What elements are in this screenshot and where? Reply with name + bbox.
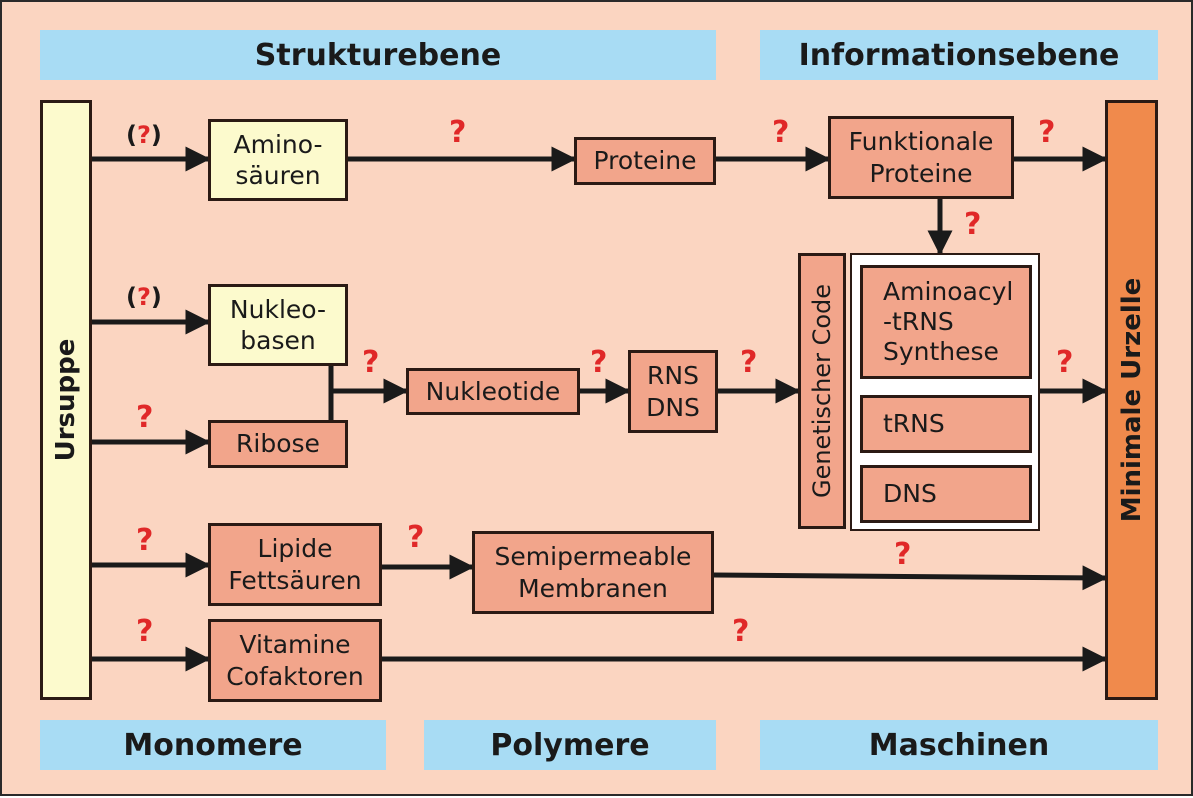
question-mark-nukleotide: ?: [362, 345, 380, 380]
question-mark-funktionale: ?: [772, 115, 790, 150]
box-genetischer-code: Genetischer Code: [798, 253, 846, 529]
genetischer-code-label: Genetischer Code: [808, 283, 836, 499]
box-nukleobasen: Nukleo- basen: [208, 284, 348, 366]
box-aminosaeuren: Amino- säuren: [208, 119, 348, 201]
question-mark-proteine: ?: [449, 115, 467, 150]
question-mark-lipide: ?: [136, 523, 154, 558]
box-ribose: Ribose: [208, 420, 348, 468]
band-maschinen: Maschinen: [760, 720, 1158, 770]
box-dns: DNS: [860, 465, 1032, 523]
box-proteine: Proteine: [574, 137, 716, 185]
band-monomere: Monomere: [40, 720, 386, 770]
question-mark-vitamine: ?: [136, 614, 154, 649]
band-polymere: Polymere: [424, 720, 716, 770]
box-aminoacyl-synthese: Aminoacyl -tRNS Synthese: [860, 265, 1032, 379]
question-mark-funktionale-down: ?: [964, 207, 982, 242]
ursuppe-box: Ursuppe: [40, 100, 92, 700]
machine-frame: Aminoacyl -tRNS Synthese tRNS DNS: [850, 253, 1040, 531]
question-mark-ribose: ?: [136, 400, 154, 435]
question-mark-vitamine-urzelle: ?: [732, 614, 750, 649]
parenthesized-question-nukleobasen: (?): [126, 283, 162, 311]
parenthesized-question-aminosaeuren: (?): [126, 121, 162, 149]
question-mark-membranen-urzelle: ?: [894, 537, 912, 572]
question-mark-rns: ?: [590, 345, 608, 380]
box-funktionale-proteine: Funktionale Proteine: [828, 116, 1014, 199]
question-mark-urzelle-top: ?: [1038, 115, 1056, 150]
question-mark-code: ?: [740, 345, 758, 380]
urzelle-label: Minimale Urzelle: [1116, 277, 1147, 523]
arrow-membranen-urzelle: [713, 565, 1108, 591]
question-mark-membranen: ?: [407, 520, 425, 555]
band-strukturebene: Strukturebene: [40, 30, 716, 80]
box-membranen: Semipermeable Membranen: [472, 531, 714, 614]
band-informationsebene: Informationsebene: [760, 30, 1158, 80]
box-nukleotide: Nukleotide: [406, 368, 580, 415]
box-lipide: Lipide Fettsäuren: [208, 523, 382, 606]
box-vitamine: Vitamine Cofaktoren: [208, 619, 382, 702]
urzelle-box: Minimale Urzelle: [1105, 100, 1158, 700]
box-trns: tRNS: [860, 395, 1032, 453]
box-rns-dns: RNS DNS: [628, 350, 718, 433]
question-mark-urzelle-middle: ?: [1056, 345, 1074, 380]
ursuppe-label: Ursuppe: [51, 338, 81, 462]
